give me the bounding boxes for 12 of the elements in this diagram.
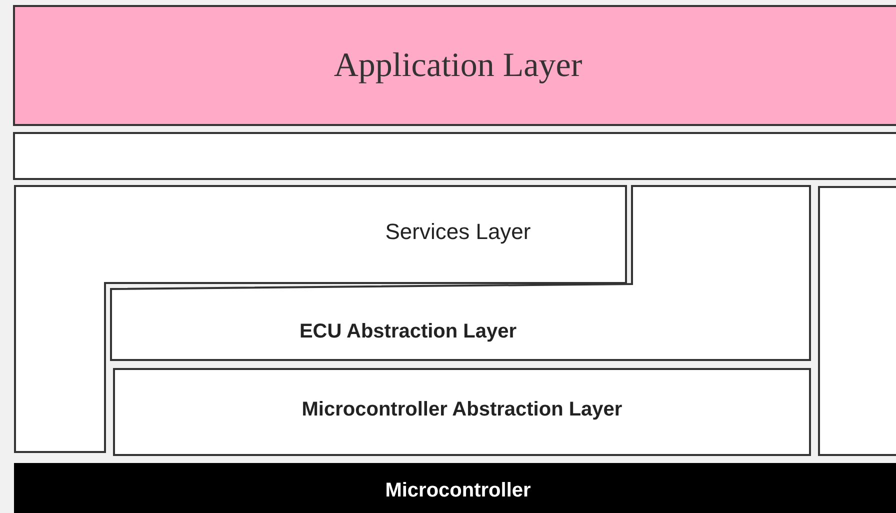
- layer-label: ECU Abstraction Layer: [299, 320, 517, 344]
- layer-box: [818, 186, 896, 456]
- layer-label: Application Layer: [334, 46, 582, 84]
- layer-label: Services Layer: [385, 219, 531, 245]
- layer-label: Microcontroller: [385, 480, 531, 502]
- layer-band: [13, 132, 896, 180]
- layer-label: Microcontroller Abstraction Layer: [302, 398, 622, 422]
- layer-l-shape: [111, 186, 811, 361]
- layer-band: [13, 5, 896, 126]
- layer-band: [13, 462, 896, 513]
- layer-box: [113, 368, 811, 456]
- layer-l-shape: [15, 186, 627, 453]
